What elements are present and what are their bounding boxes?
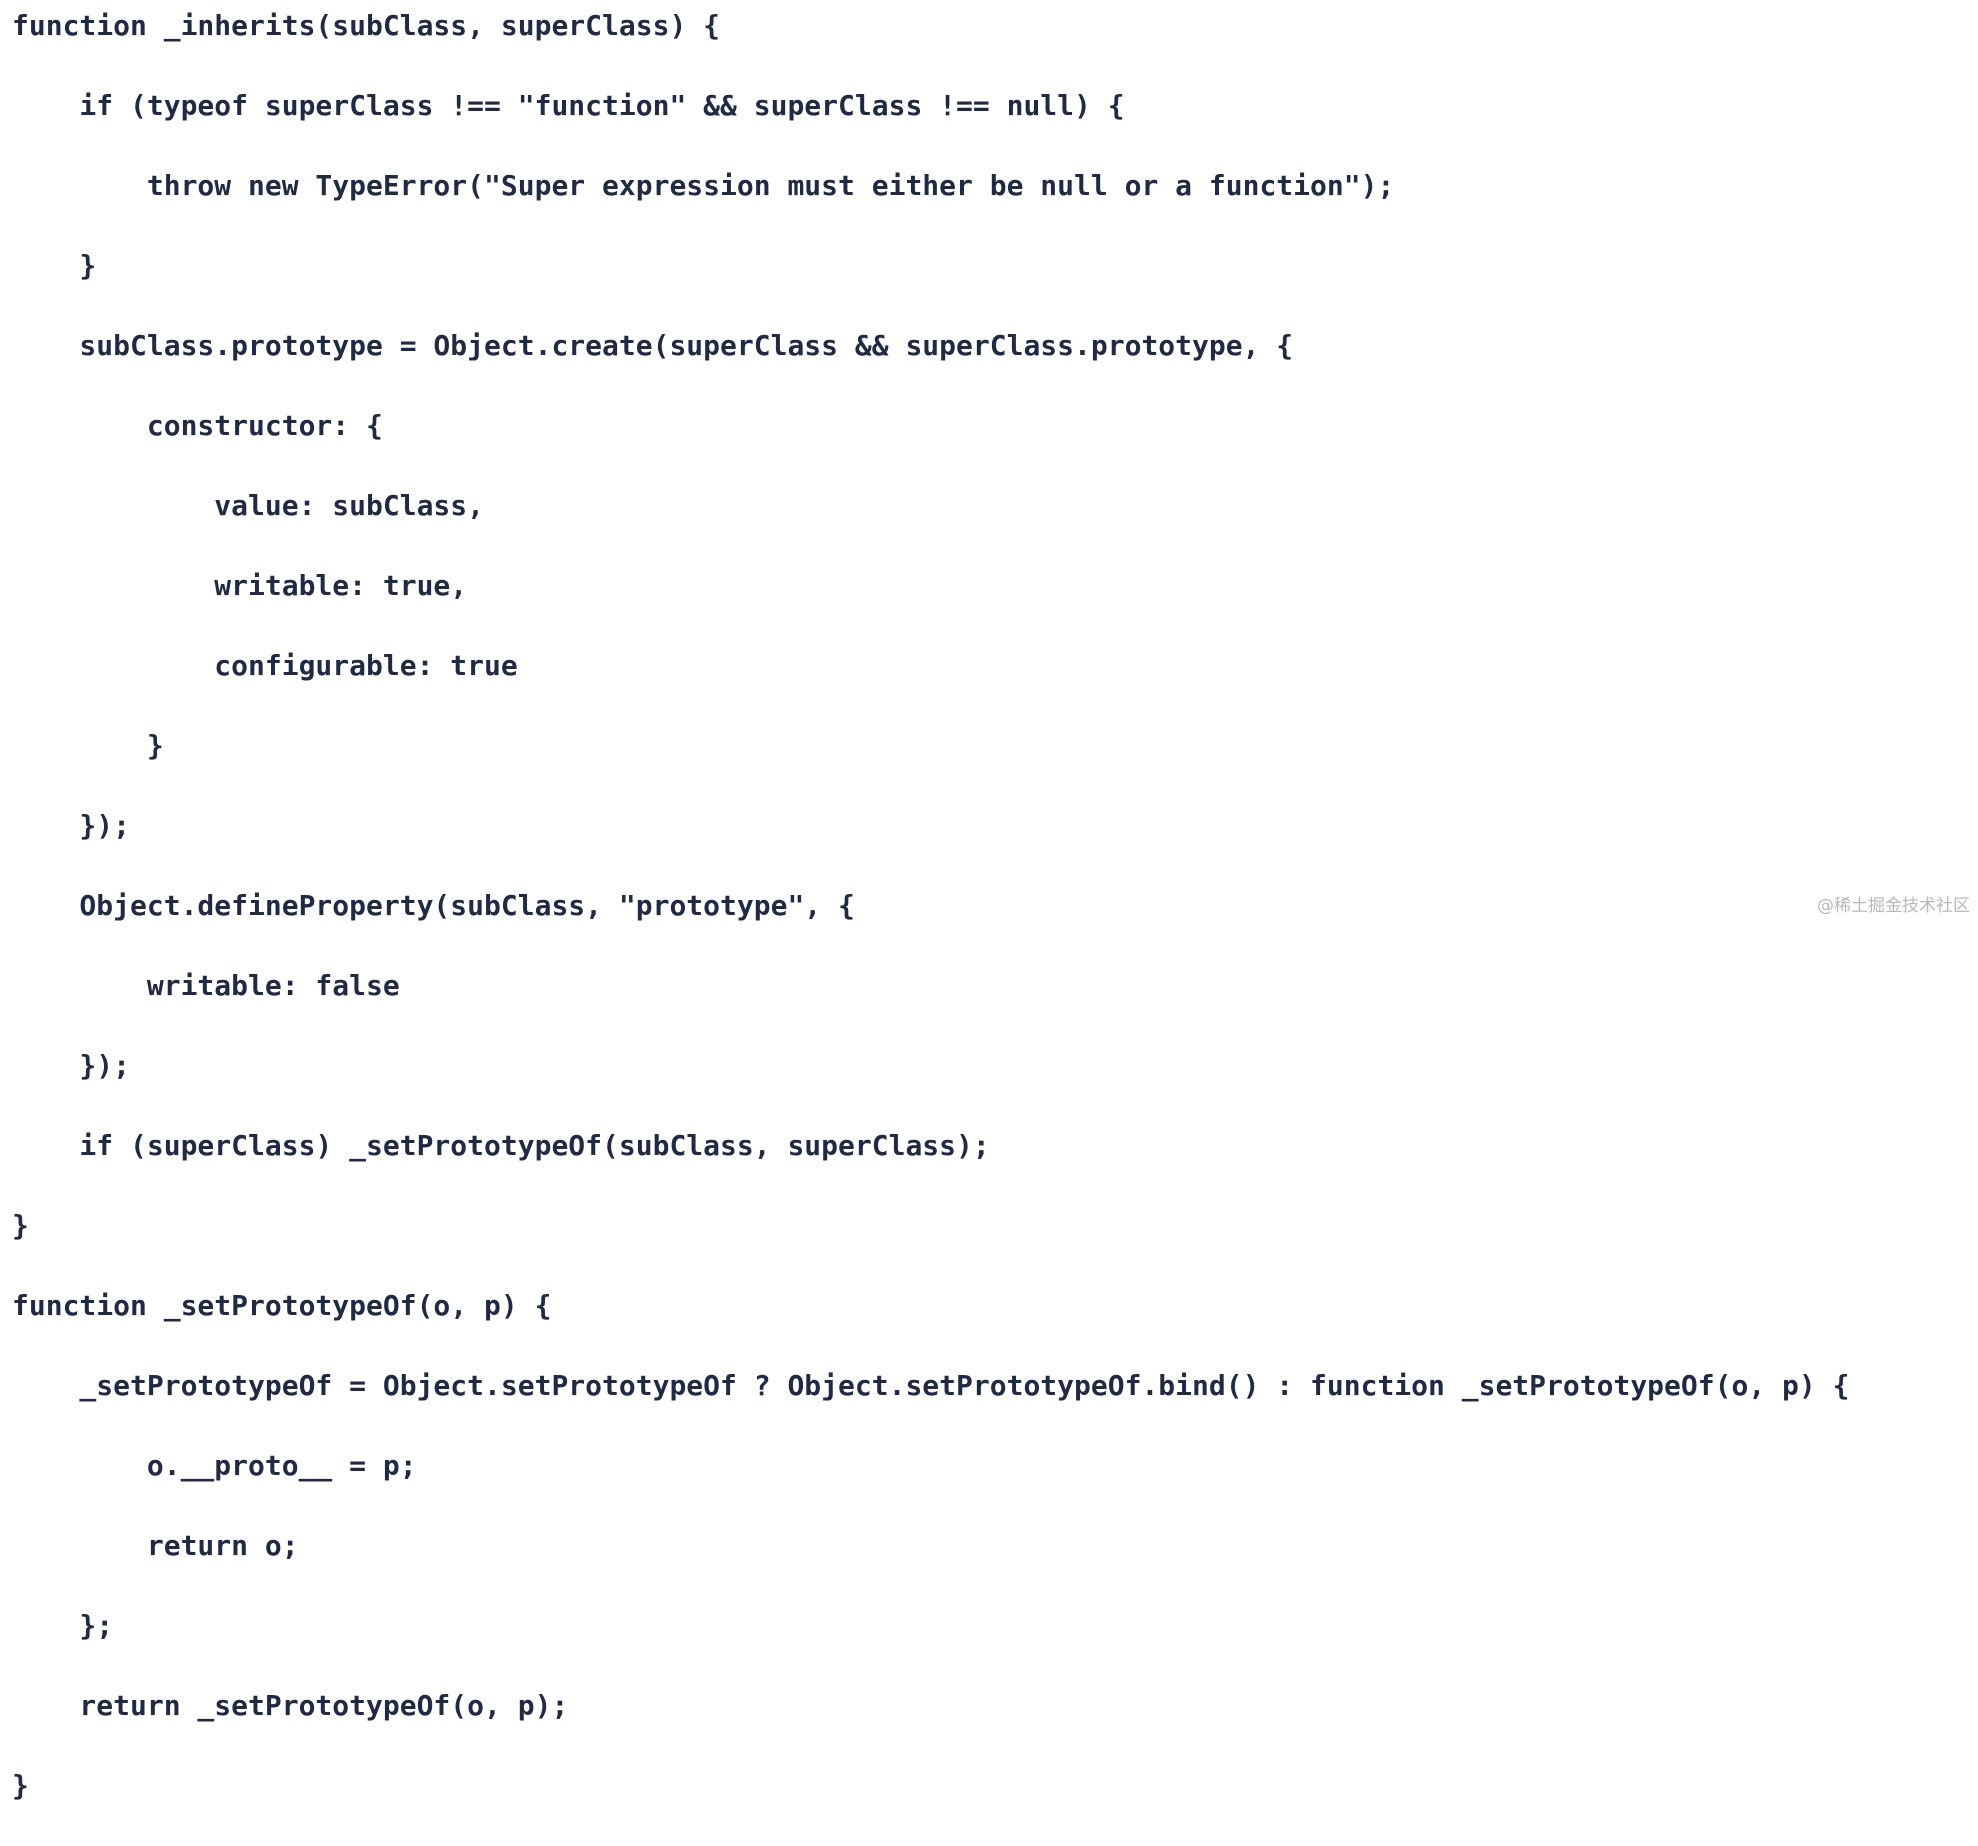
- code-line: };: [12, 1609, 114, 1642]
- code-line: subClass.prototype = Object.create(super…: [12, 329, 1294, 362]
- code-line: }: [12, 1209, 29, 1242]
- code-line: writable: true,: [12, 569, 468, 602]
- code-line: Object.defineProperty(subClass, "prototy…: [12, 889, 855, 922]
- code-line: return _setPrototypeOf(o, p);: [12, 1689, 569, 1722]
- watermark: @稀土掘金技术社区: [1817, 896, 1970, 916]
- code-line: function _inherits(subClass, superClass)…: [12, 9, 721, 42]
- code-line: constructor: {: [12, 409, 383, 442]
- code-line: if (superClass) _setPrototypeOf(subClass…: [12, 1129, 990, 1162]
- code-line: });: [12, 809, 131, 842]
- code-line: }: [12, 1769, 29, 1802]
- code-line: function _setPrototypeOf(o, p) {: [12, 1289, 552, 1322]
- code-line: _setPrototypeOf = Object.setPrototypeOf …: [12, 1369, 1850, 1402]
- code-line: }: [12, 729, 164, 762]
- code-line: }: [12, 249, 97, 282]
- code-line: if (typeof superClass !== "function" && …: [12, 89, 1125, 122]
- code-line: value: subClass,: [12, 489, 485, 522]
- code-block: function _inherits(subClass, superClass)…: [12, 6, 1849, 1846]
- code-line: configurable: true: [12, 649, 518, 682]
- code-line: return o;: [12, 1529, 299, 1562]
- code-line: throw new TypeError("Super expression mu…: [12, 169, 1395, 202]
- code-line: writable: false: [12, 969, 400, 1002]
- code-line: o.__proto__ = p;: [12, 1449, 417, 1482]
- code-line: });: [12, 1049, 131, 1082]
